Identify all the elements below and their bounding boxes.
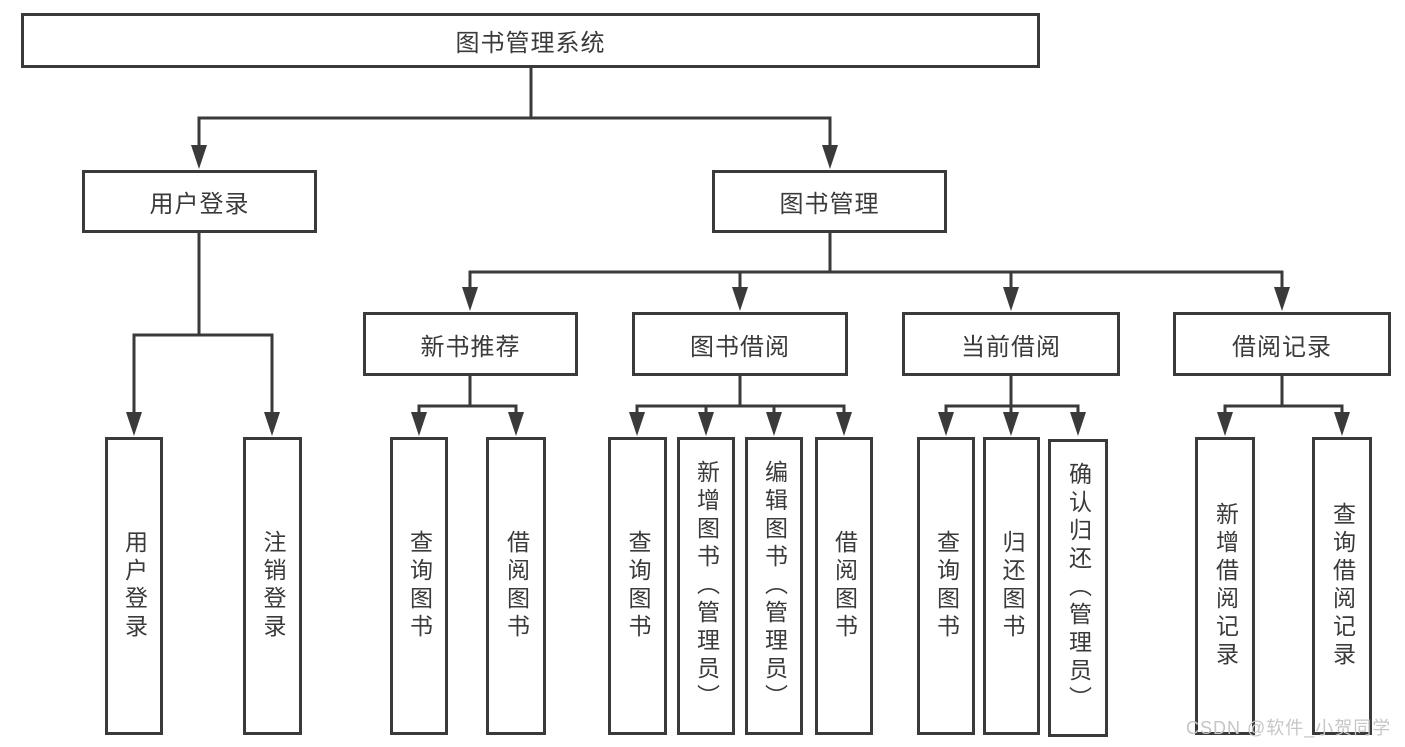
connector-new-book-recommend	[411, 373, 524, 436]
leaf-records-add-record: 新增借阅记录	[1195, 437, 1255, 735]
leaf-current-query-books: 查询图书	[917, 437, 975, 735]
arrowhead	[508, 412, 524, 436]
node-root-label: 图书管理系统	[455, 30, 606, 57]
connector-current-borrow	[938, 373, 1086, 436]
leaf-current-return-books: 归还图书	[983, 437, 1040, 735]
node-user-login-label: 用户登录	[149, 191, 250, 218]
node-borrow-records: 借阅记录	[1173, 312, 1391, 376]
leaf-user-login: 用户登录	[105, 437, 163, 735]
arrowhead	[1217, 412, 1233, 436]
arrowhead	[629, 412, 645, 436]
arrowhead	[191, 145, 207, 169]
connector-root	[191, 66, 838, 169]
leaf-borrow-edit-books-admin: 编辑图书（管理员）	[745, 437, 803, 735]
arrowhead	[411, 412, 427, 436]
arrowhead	[126, 412, 142, 436]
arrowhead	[732, 287, 748, 311]
connector-book-borrow	[629, 373, 852, 436]
arrowhead	[1003, 412, 1019, 436]
node-user-login: 用户登录	[82, 170, 317, 233]
node-root: 图书管理系统	[21, 13, 1040, 68]
node-borrow-records-label: 借阅记录	[1232, 333, 1332, 361]
connector-book-management	[462, 231, 1290, 311]
node-book-borrow: 图书借阅	[632, 312, 848, 376]
node-current-borrow-label: 当前借阅	[961, 333, 1061, 361]
leaf-records-query-record: 查询借阅记录	[1312, 437, 1372, 735]
arrowhead	[938, 412, 954, 436]
node-current-borrow: 当前借阅	[902, 312, 1120, 376]
leaf-newbook-borrow-books: 借阅图书	[486, 437, 546, 735]
leaf-borrow-add-books-admin: 新增图书（管理员）	[677, 437, 735, 735]
leaf-newbook-query-books: 查询图书	[390, 437, 448, 735]
arrowhead	[698, 412, 714, 436]
leaf-borrow-query-books: 查询图书	[608, 437, 667, 735]
connector-user-login	[126, 231, 280, 436]
node-new-book-recommend-label: 新书推荐	[420, 333, 521, 361]
node-book-management: 图书管理	[712, 170, 947, 233]
leaf-logout: 注销登录	[243, 437, 302, 735]
arrowhead	[1003, 287, 1019, 311]
arrowhead	[766, 412, 782, 436]
leaf-borrow-borrow-books: 借阅图书	[815, 437, 873, 735]
arrowhead	[822, 145, 838, 169]
node-book-borrow-label: 图书借阅	[690, 333, 790, 361]
arrowhead	[1070, 412, 1086, 436]
arrowhead	[264, 412, 280, 436]
node-book-management-label: 图书管理	[779, 191, 880, 218]
node-new-book-recommend: 新书推荐	[363, 312, 578, 376]
arrowhead	[836, 412, 852, 436]
arrowhead	[1274, 287, 1290, 311]
connector-borrow-records	[1217, 373, 1350, 436]
arrowhead	[1334, 412, 1350, 436]
leaf-current-confirm-return-admin: 确认归还（管理员）	[1048, 439, 1108, 737]
csdn-watermark: CSDN @软件_小贺同学	[1186, 718, 1392, 738]
arrowhead	[462, 287, 478, 311]
